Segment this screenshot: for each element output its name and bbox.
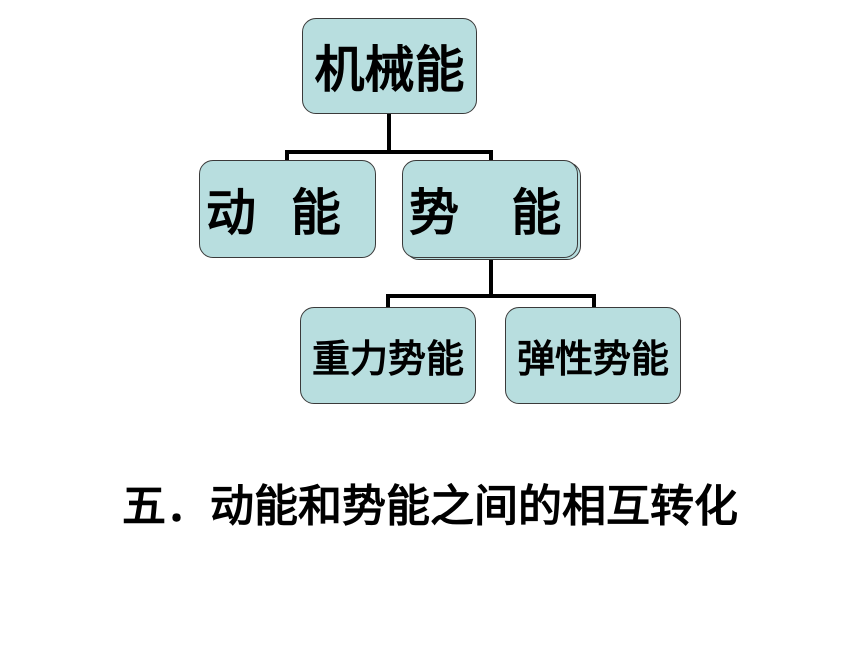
potential-energy-node: 势 能 [402,160,578,258]
gravitational-potential-energy-node: 重力势能 [300,307,476,404]
kinetic-energy-node: 动 能 [199,160,376,258]
mechanical-energy-node: 机械能 [302,18,477,114]
elastic-potential-energy-node: 弹性势能 [505,307,681,404]
section-heading: 五．动能和势能之间的相互转化 [122,481,738,532]
